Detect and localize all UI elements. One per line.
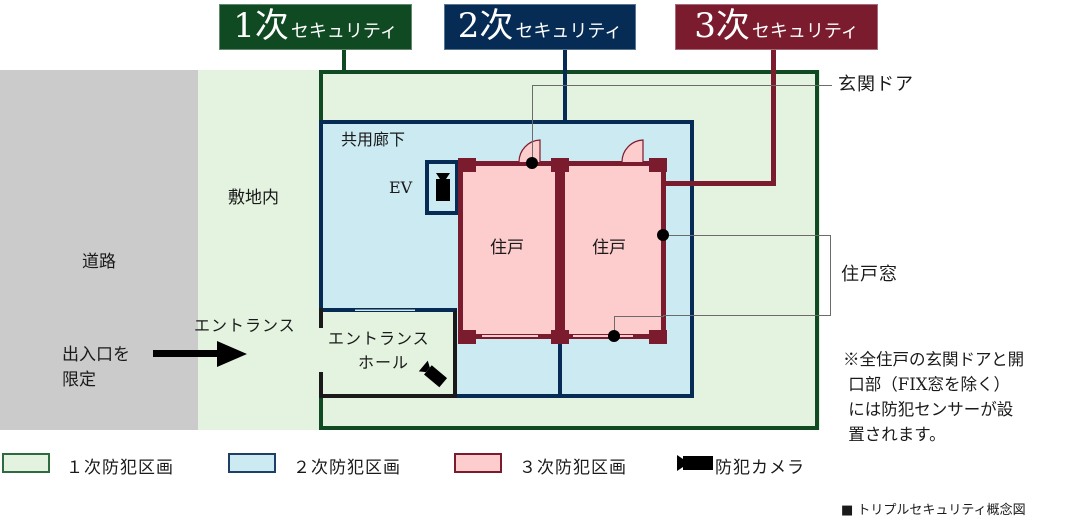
entrance-door-top — [355, 309, 415, 311]
security-tag-1-level: 1次 — [233, 6, 289, 46]
sensor-note-line-4: 置されます。 — [843, 425, 946, 444]
corridor-label: 共用廊下 — [341, 130, 406, 149]
elevator-camera-icon — [436, 173, 450, 201]
front-door-right-icon — [621, 138, 647, 168]
unit-left — [458, 161, 560, 339]
entry-arrow-icon — [153, 340, 247, 372]
connector-3-horizontal — [666, 181, 776, 186]
entrance-hall-label-1: エントランス — [328, 329, 430, 348]
column — [649, 158, 667, 172]
front-door-label: 玄関ドア — [838, 74, 914, 95]
window-leader — [614, 316, 664, 317]
legend-zone3-label: ３次防犯区画 — [519, 458, 627, 478]
limited-label-2: 限定 — [62, 370, 96, 390]
front-door-leader — [532, 85, 533, 163]
security-tag-3-text: セキュリティ — [751, 21, 859, 42]
legend-zone1-label: １次防犯区画 — [66, 458, 174, 478]
corridor-partition — [558, 335, 562, 397]
security-tag-1: 1次 セキュリティ — [219, 4, 412, 50]
security-tag-2-level: 2次 — [457, 6, 514, 46]
road-area — [0, 70, 198, 430]
legend-zone2-swatch — [228, 453, 276, 473]
elevator-label: EV — [389, 178, 413, 197]
security-tag-2: 2次 セキュリティ — [444, 4, 636, 50]
security-camera-icon — [418, 360, 450, 394]
diagram-caption: ■ トリプルセキュリティ概念図 — [841, 503, 1026, 518]
limited-label-1: 出入口を — [62, 345, 130, 365]
legend-camera-icon — [677, 454, 713, 476]
security-tag-2-text: セキュリティ — [515, 21, 623, 42]
sensor-dot-icon — [526, 157, 538, 169]
entrance-hall-left-wall — [319, 372, 323, 398]
sensor-dot-icon — [657, 229, 669, 241]
connector-2 — [563, 50, 567, 122]
column — [551, 330, 569, 344]
legend-zone1-swatch — [2, 453, 50, 473]
column — [551, 158, 569, 172]
column — [458, 158, 476, 172]
legend-zone2-label: ２次防犯区画 — [293, 458, 401, 478]
sensor-note-line-2: 口部（FIX窓を除く） — [843, 375, 1010, 394]
unit-right-label: 住戸 — [592, 238, 626, 258]
unit-left-label: 住戸 — [490, 238, 524, 258]
front-door-leader — [532, 85, 832, 86]
sensor-note-line-1: ※全住戸の玄関ドアと開 — [843, 350, 1025, 369]
site-label: 敷地内 — [228, 188, 279, 208]
entrance-hall-left-wall — [319, 308, 323, 328]
security-tag-3: 3次 セキュリティ — [675, 4, 878, 50]
legend-camera-label: 防犯カメラ — [715, 458, 805, 478]
legend-zone3-swatch — [454, 453, 502, 473]
entrance-label: エントランス — [194, 316, 296, 335]
connector-1 — [342, 50, 346, 72]
sensor-note-line-3: には防犯センサーが設 — [843, 400, 1014, 419]
entrance-hall-label-2: ホール — [358, 353, 410, 372]
connector-3-vertical — [771, 50, 776, 186]
unit-window-label: 住戸窓 — [841, 264, 898, 285]
sensor-dot-icon — [608, 330, 620, 342]
window-opening — [482, 334, 538, 337]
window-opening — [573, 334, 633, 337]
road-label: 道路 — [82, 252, 116, 272]
window-leader — [663, 235, 831, 316]
security-tag-1-text: セキュリティ — [290, 21, 398, 42]
column — [649, 330, 667, 344]
window-leader — [614, 316, 615, 336]
security-tag-3-level: 3次 — [694, 6, 750, 46]
column — [458, 330, 476, 344]
front-door-left-icon — [518, 138, 544, 168]
